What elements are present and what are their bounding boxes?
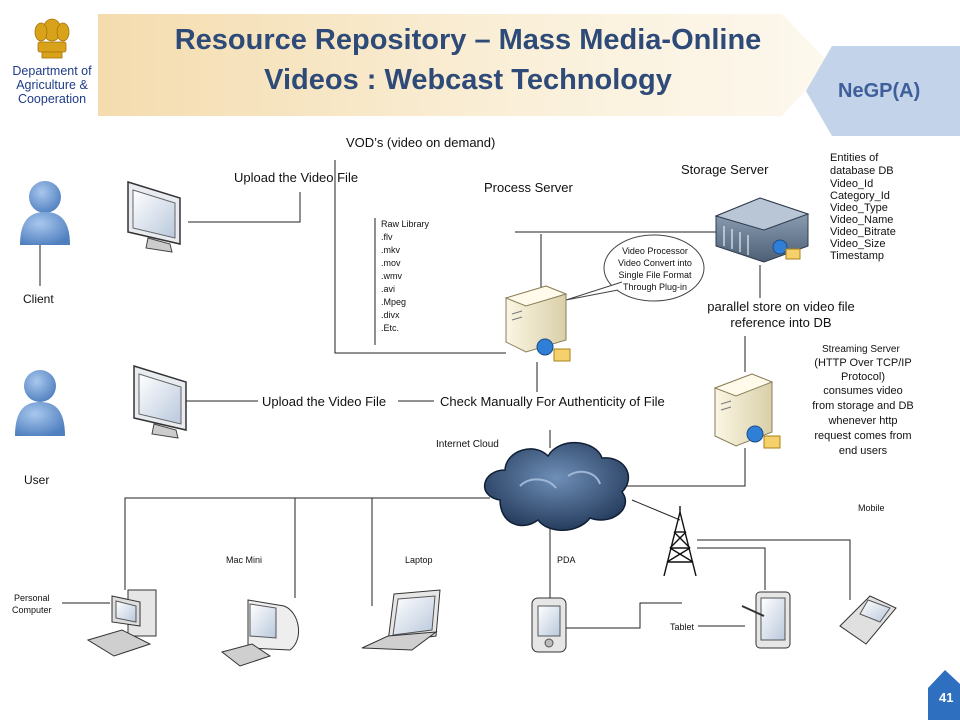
cell-tower-icon <box>663 506 697 577</box>
raw-library-item: .Etc. <box>381 323 399 333</box>
device-label: Personal <box>14 593 50 603</box>
department-logo: Department of Agriculture & Cooperation <box>6 12 98 116</box>
vod-label: VOD’s (video on demand) <box>346 135 495 150</box>
device-label: Mobile <box>858 503 885 513</box>
logo-text: Department of Agriculture & Cooperation <box>6 64 98 106</box>
streaming-server-icon <box>713 373 781 449</box>
internet-cloud-label: Internet Cloud <box>436 439 499 450</box>
db-entity: database DB <box>830 165 894 177</box>
process-server-icon <box>504 285 571 362</box>
page-number: 41 <box>939 690 954 705</box>
mac-mini-icon <box>220 599 299 667</box>
streaming-server-desc: (HTTP Over TCP/IP Protocol) consumes vid… <box>812 357 914 457</box>
streaming-desc-line: (HTTP Over TCP/IP <box>814 357 911 369</box>
client-monitor-icon <box>127 180 181 253</box>
personal-computer-icon <box>86 589 157 657</box>
device-labels: Personal Computer Mac Mini Laptop PDA Ta… <box>12 503 885 632</box>
title-band <box>98 14 830 116</box>
client-label: Client <box>23 292 54 306</box>
db-entities-list: Entities of database DB Video_Id Categor… <box>830 152 896 262</box>
logo-line-2: Agriculture & <box>16 78 88 92</box>
db-entity: Video_Type <box>830 202 888 214</box>
streaming-server-title: Streaming Server <box>822 344 900 355</box>
check-manually-label: Check Manually For Authenticity of File <box>440 394 665 409</box>
video-processor-bubble: Video Processor Video Convert into Singl… <box>565 234 705 302</box>
user-label: User <box>24 473 49 487</box>
mobile-phone-icon <box>839 595 897 645</box>
internet-cloud-icon <box>483 441 630 531</box>
pda-icon <box>531 597 567 653</box>
device-label: PDA <box>557 555 576 565</box>
bubble-line: Video Processor <box>622 246 688 256</box>
db-entity: Video_Size <box>830 238 885 250</box>
laptop-icon <box>361 589 441 651</box>
bubble-line: Single File Format <box>618 270 692 280</box>
db-entity: Video_Name <box>830 214 893 226</box>
logo-line-1: Department of <box>12 64 92 78</box>
raw-library-item: .avi <box>381 284 395 294</box>
device-label: Computer <box>12 605 52 615</box>
process-server-label: Process Server <box>484 180 574 195</box>
db-entity: Category_Id <box>830 190 890 202</box>
streaming-desc-line: request comes from <box>814 430 911 442</box>
title-line-1: Resource Repository – Mass Media-Online <box>174 24 762 56</box>
raw-library-list: Raw Library .flv .mkv .mov .wmv .avi .Mp… <box>381 219 430 333</box>
user-person-icon <box>15 370 65 436</box>
tablet-icon <box>741 591 791 649</box>
device-label: Mac Mini <box>226 555 262 565</box>
user-monitor-icon <box>133 364 187 439</box>
streaming-desc-line: consumes video <box>823 385 903 397</box>
db-entity: Video_Bitrate <box>830 226 896 238</box>
raw-library-item: .divx <box>381 310 400 320</box>
client-person-icon <box>20 181 70 245</box>
raw-library-item: .Mpeg <box>381 297 406 307</box>
streaming-desc-line: end users <box>839 445 888 457</box>
title-line-2: Videos : Webcast Technology <box>264 64 672 96</box>
device-label: Tablet <box>670 622 695 632</box>
parallel-store-line: reference into DB <box>730 315 831 330</box>
raw-library-item: .mov <box>381 258 401 268</box>
db-entity: Video_Id <box>830 178 873 190</box>
negp-badge-label: NeGP(A) <box>838 80 921 102</box>
connector-lines <box>39 160 851 629</box>
streaming-desc-line: Protocol) <box>841 371 885 383</box>
device-label: Laptop <box>405 555 433 565</box>
storage-server-label: Storage Server <box>681 162 769 177</box>
page-number-tag <box>928 670 960 720</box>
logo-line-3: Cooperation <box>17 92 87 106</box>
streaming-desc-line: from storage and DB <box>812 400 914 412</box>
bubble-line: Video Convert into <box>618 258 692 268</box>
raw-library-item: .flv <box>381 232 393 242</box>
db-entity: Entities of <box>830 152 879 164</box>
raw-library-item: Raw Library <box>381 219 430 229</box>
raw-library-item: .wmv <box>381 271 402 281</box>
negp-badge <box>806 46 960 136</box>
emblem-icon <box>34 18 70 59</box>
parallel-store-note: parallel store on video file reference i… <box>707 299 854 330</box>
upload-label-bottom: Upload the Video File <box>262 394 386 409</box>
raw-library-item: .mkv <box>381 245 400 255</box>
upload-label-top: Upload the Video File <box>234 170 358 185</box>
db-entity: Timestamp <box>830 250 884 262</box>
page-title: Resource Repository – Mass Media-Online … <box>118 20 818 100</box>
parallel-store-line: parallel store on video file <box>707 299 854 314</box>
streaming-desc-line: whenever http <box>827 415 897 427</box>
storage-server-icon <box>714 197 810 263</box>
bubble-line: Through Plug-in <box>623 282 687 292</box>
